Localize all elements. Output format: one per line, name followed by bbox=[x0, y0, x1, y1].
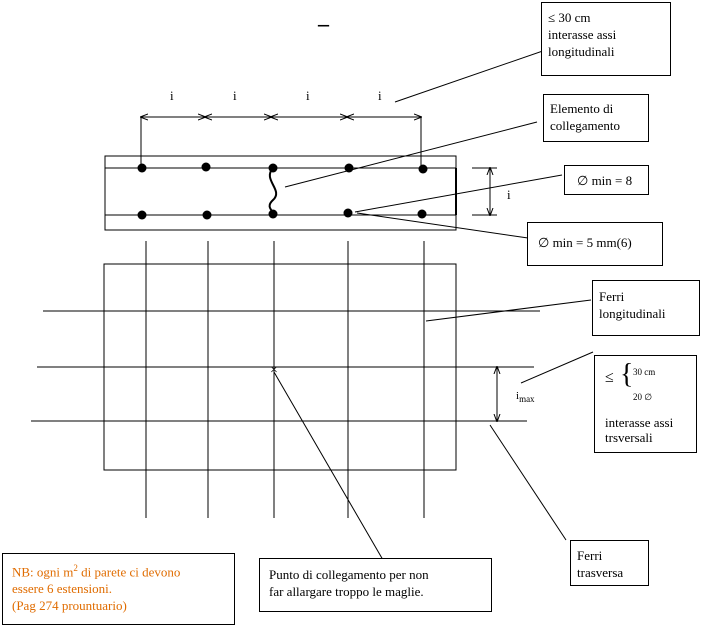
transverse-bars-line-2: trasversa bbox=[577, 565, 624, 580]
diameter-min-8-text: ∅ min = 8 bbox=[577, 173, 633, 188]
diameter-min-8-callout: ∅ min = 8 bbox=[564, 165, 649, 195]
note-callout: NB: ogni m2 di parete ci devono essere 6… bbox=[2, 553, 235, 625]
diameter-min-5-callout: ∅ min = 5 mm(6) bbox=[527, 222, 663, 266]
title-mark: – bbox=[317, 11, 330, 36]
longitudinal-bars-line-1: Ferri bbox=[599, 289, 625, 304]
transverse-limit-top: 30 cm bbox=[633, 367, 656, 377]
spacing-dimension-chain bbox=[141, 117, 421, 168]
spacing-label-2: i bbox=[233, 88, 237, 103]
diameter-min-5-text: ∅ min = 5 mm(6) bbox=[538, 235, 632, 250]
spacing-label-4: i bbox=[378, 88, 382, 103]
longitudinal-bars-callout: Ferri longitudinali bbox=[592, 280, 700, 336]
mesh-grid bbox=[31, 241, 540, 518]
longitudinal-spacing-line-2: interasse assi bbox=[548, 27, 617, 42]
brace-sign: { bbox=[620, 359, 634, 390]
bar-dots bbox=[137, 162, 428, 220]
connection-point-mark: × bbox=[270, 363, 278, 378]
thickness-label: i bbox=[507, 187, 511, 202]
transverse-limit-bottom: 20 ∅ bbox=[633, 392, 653, 402]
longitudinal-bars-line-2: longitudinali bbox=[599, 306, 666, 321]
wall-section bbox=[104, 155, 457, 231]
transverse-bars-line-1: Ferri bbox=[577, 548, 603, 563]
longitudinal-spacing-line-3: longitudinali bbox=[548, 44, 615, 59]
connection-point-line-1: Punto di collegamento per non bbox=[269, 567, 429, 582]
transverse-spacing-line-2: trsversali bbox=[605, 430, 653, 445]
spacing-label-1: i bbox=[170, 88, 174, 103]
connection-element-callout: Elemento di collegamento bbox=[543, 94, 649, 142]
connection-point-callout: Punto di collegamento per non far allarg… bbox=[259, 558, 492, 612]
imax-label: imax bbox=[516, 390, 535, 404]
note-line-1: NB: ogni m2 di parete ci devono bbox=[12, 563, 181, 580]
leader-lines bbox=[273, 43, 594, 561]
spacing-label-3: i bbox=[306, 88, 310, 103]
note-line-2: essere 6 estensioni. bbox=[12, 581, 113, 597]
connection-element-line-2: collegamento bbox=[550, 118, 621, 133]
connection-element-line-1: Elemento di bbox=[550, 101, 614, 116]
connection-element-wave bbox=[268, 167, 278, 216]
connection-point-line-2: far allargare troppo le maglie. bbox=[269, 584, 424, 599]
thickness-dimension bbox=[472, 168, 497, 215]
transverse-bars-callout: Ferri trasversa bbox=[570, 540, 649, 586]
transverse-spacing-callout: ≤ { 30 cm 20 ∅ interasse assi trsversali bbox=[594, 355, 697, 453]
transverse-spacing-line-1: interasse assi bbox=[605, 415, 674, 430]
note-line-3: (Pag 274 prountuario) bbox=[12, 598, 127, 614]
leq-sign: ≤ bbox=[605, 369, 614, 386]
longitudinal-spacing-line-1: ≤ 30 cm bbox=[548, 10, 591, 25]
longitudinal-spacing-callout: ≤ 30 cm interasse assi longitudinali bbox=[541, 2, 671, 76]
